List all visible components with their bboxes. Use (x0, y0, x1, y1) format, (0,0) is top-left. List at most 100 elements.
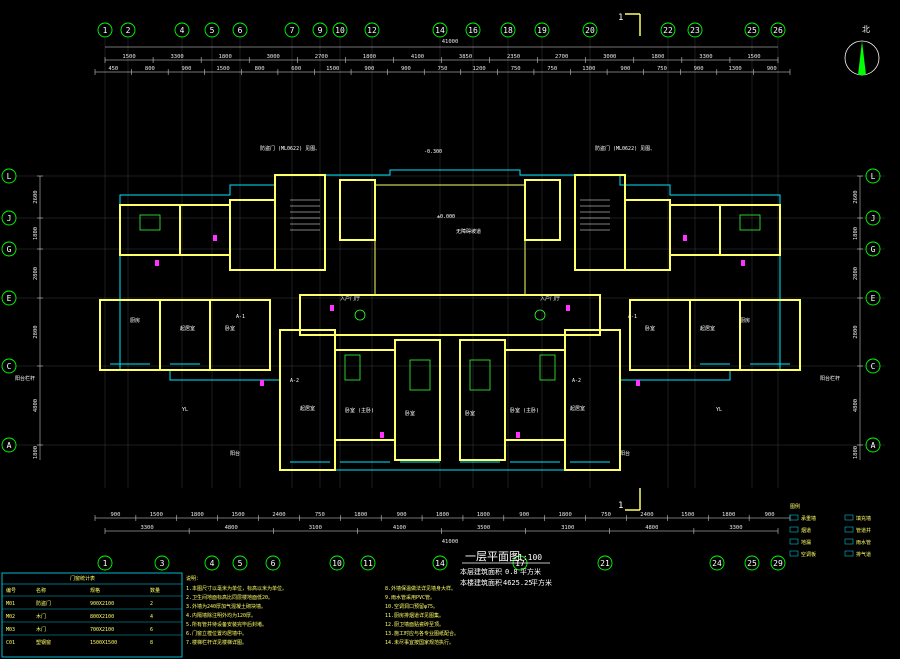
dim-top-row1: 1800 (651, 54, 664, 60)
dim-bottom-row2: 4800 (645, 525, 658, 531)
axis-label-bottom: 1 (103, 559, 108, 568)
rainwater-yl-left: YL (182, 407, 188, 413)
axis-label-bottom: 25 (747, 559, 757, 568)
axis-label-right: C (871, 362, 876, 371)
elevation-zero: ±0.000 (437, 214, 455, 220)
dim-bottom-row2: 3300 (729, 525, 742, 531)
table-header-cell: 数量 (150, 587, 160, 594)
axis-bubble-top (500, 22, 516, 38)
overall-dim-bottom: 41000 (442, 539, 459, 545)
dim-top-row2: 900 (767, 66, 777, 72)
note-line: 14.未尽事宜按国家规范执行。 (385, 639, 454, 646)
axis-bubble-right (865, 290, 881, 306)
axis-bubble-bottom (204, 555, 220, 571)
axis-label-right: G (871, 245, 876, 254)
axis-label-top: 22 (663, 26, 673, 35)
axis-label-top: 23 (690, 26, 700, 35)
rainwater-yl-right: YL (716, 407, 722, 413)
axis-label-left: E (7, 294, 12, 303)
dim-top-row2: 1300 (582, 66, 595, 72)
legend-item: 管道井 (856, 527, 871, 534)
dim-top-row1: 2350 (507, 54, 520, 60)
table-cell: 防盗门 (36, 600, 51, 607)
note-line: 4.内隔墙除注明外均为120厚。 (186, 612, 256, 619)
room-balcony-right: 阳台 (620, 450, 630, 457)
axis-label-top: 6 (238, 26, 243, 35)
unit-a2-right: A-2 (572, 378, 581, 384)
room-kitchen-left: 厨房 (130, 317, 140, 324)
room-living-right: 起居室 (700, 325, 715, 332)
axis-bubble-bottom (597, 555, 613, 571)
table-cell: 2 (150, 601, 153, 607)
axis-bubble-left (1, 241, 17, 257)
section-mark-top: 1 (618, 13, 623, 23)
axis-bubble-top (432, 22, 448, 38)
dim-bottom-row1: 1500 (150, 512, 163, 518)
dim-right: 1800 (853, 227, 859, 240)
axis-bubble-right (865, 168, 881, 184)
dim-top-row2: 800 (255, 66, 265, 72)
drawing-scale: 1:100 (518, 553, 542, 562)
dim-top-row2: 750 (511, 66, 521, 72)
legend-block: 图例 承重墙填充墙烟道管道井地漏雨水管空调板排气道 (789, 503, 871, 558)
axis-bubble-top (332, 22, 348, 38)
table-cell: M01 (6, 601, 15, 607)
axis-bubble-right (865, 241, 881, 257)
table-cell: M03 (6, 627, 15, 633)
axis-bubble-bottom (360, 555, 376, 571)
dim-left: 2800 (33, 267, 39, 280)
table-cell: 700X2100 (90, 627, 114, 633)
axis-bubble-top (582, 22, 598, 38)
note-line: 3.外墙为240厚加气混凝土砌块墙。 (186, 603, 266, 610)
axis-bubble-bottom (744, 555, 760, 571)
axis-label-top: 12 (367, 26, 377, 35)
table-cell: 900X2100 (90, 601, 114, 607)
axis-label-top: 25 (747, 26, 757, 35)
axis-bubble-right (865, 358, 881, 374)
dim-bottom-row2: 3100 (561, 525, 574, 531)
legend-title: 图例 (790, 503, 800, 510)
axis-bubble-left (1, 168, 17, 184)
dim-top-row2: 900 (620, 66, 630, 72)
axis-bubble-top (204, 22, 220, 38)
legend-item: 空调板 (801, 551, 816, 558)
ramp-label: 无障碍坡道 (456, 228, 481, 235)
floor-area-label: 本层建筑面积 (460, 567, 502, 576)
axis-bubble-top (312, 22, 328, 38)
note-line: 1.本图尺寸以毫米为单位，标高以米为单位。 (186, 585, 287, 592)
axis-label-left: A (7, 441, 12, 450)
dim-bottom-row2: 3500 (477, 525, 490, 531)
table-header-cell: 规格 (90, 587, 100, 594)
unit-a1-left: A-1 (236, 314, 245, 320)
axis-label-top: 10 (335, 26, 345, 35)
note-line: 13.施工时应与各专业图纸配合。 (385, 630, 459, 637)
axis-label-bottom: 11 (363, 559, 373, 568)
room-balcony-left: 阳台 (230, 450, 240, 457)
legend-item: 烟道 (801, 527, 811, 534)
room-entry-left: 入户门厅 (340, 295, 360, 302)
axis-bubble-bottom (329, 555, 345, 571)
dim-top-row1: 3000 (603, 54, 616, 60)
dim-right: 2800 (853, 267, 859, 280)
dim-top-row2: 600 (291, 66, 301, 72)
dim-top-row1: 3300 (699, 54, 712, 60)
dim-bottom-row1: 1800 (559, 512, 572, 518)
note-door-left: 防盗门 (ML0622) 见图、 (260, 145, 320, 152)
axis-bubble-top (534, 22, 550, 38)
axis-label-bottom: 29 (773, 559, 783, 568)
unit-a1-right: A-1 (628, 314, 637, 320)
total-area-unit: 平方米 (531, 578, 552, 587)
dim-top-row1: 3000 (267, 54, 280, 60)
axis-bubble-bottom (232, 555, 248, 571)
axis-label-right: E (871, 294, 876, 303)
note-line: 7.楼梯栏杆详见楼梯详图。 (186, 639, 247, 646)
dim-top-row2: 900 (181, 66, 191, 72)
total-area-label: 本楼建筑面积 (460, 578, 502, 587)
axis-bubble-left (1, 210, 17, 226)
table-header-cell: 名称 (36, 587, 46, 594)
axis-bubble-top (465, 22, 481, 38)
dim-bottom-row1: 1800 (477, 512, 490, 518)
room-bedroom-right: 卧室 (645, 325, 655, 332)
